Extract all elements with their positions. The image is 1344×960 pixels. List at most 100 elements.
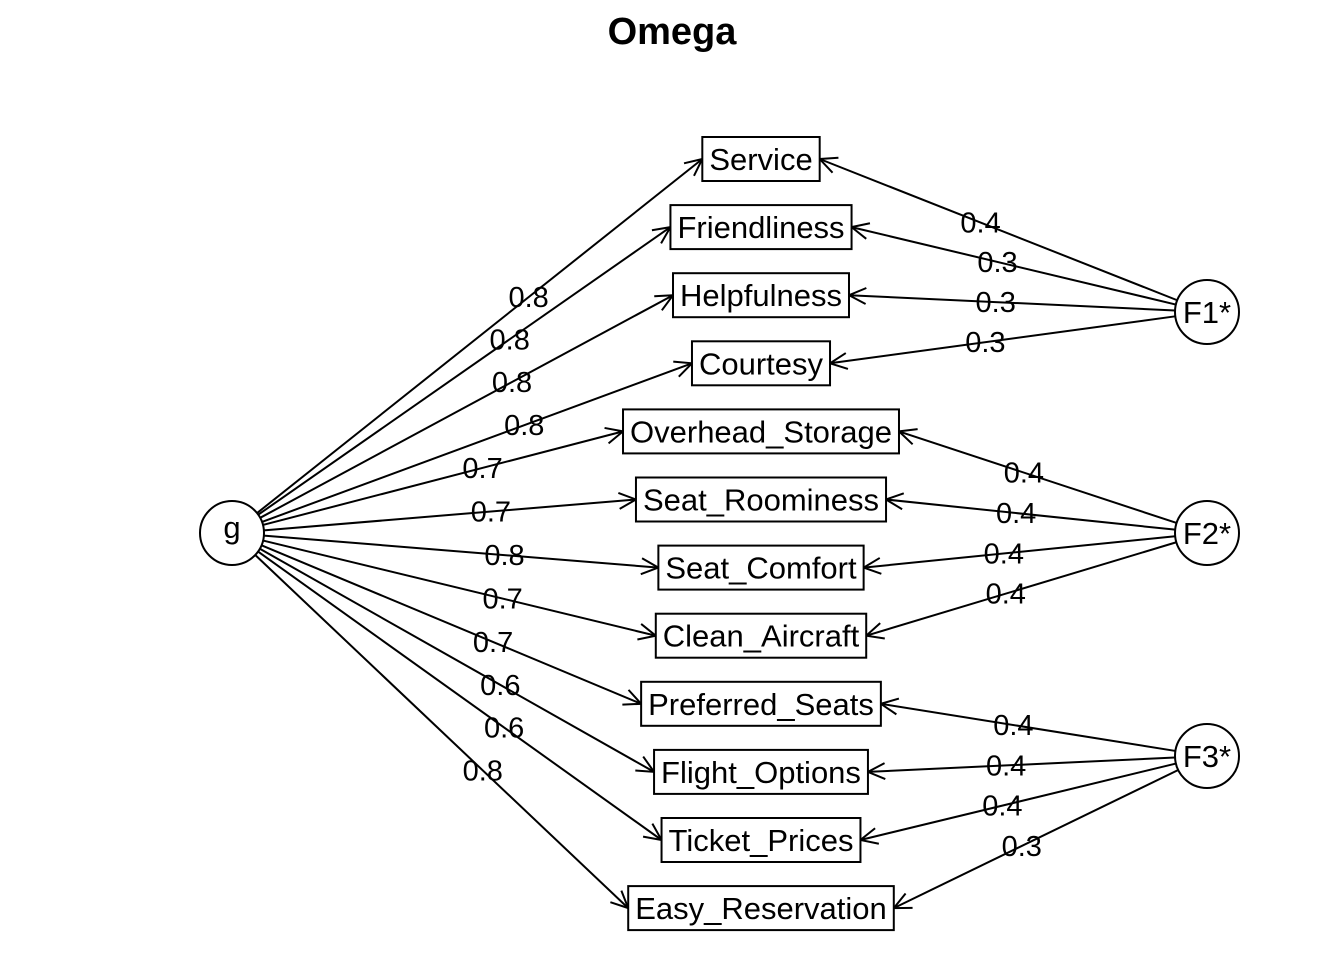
group-factor-label: F1*	[1183, 295, 1231, 330]
indicator-label: Helpfulness	[680, 278, 842, 313]
group-loading-label: 0.4	[982, 791, 1022, 823]
g-loading-arrow	[263, 534, 658, 568]
indicator-node: Courtesy	[690, 340, 832, 387]
indicator-label: Easy_Reservation	[635, 891, 887, 926]
indicator-label: Seat_Roominess	[643, 483, 879, 518]
indicator-box	[669, 204, 853, 251]
g-loading-arrow	[262, 431, 623, 526]
g-loading-label: 0.6	[480, 670, 520, 702]
g-loading-label: 0.8	[508, 282, 548, 314]
group-loading-label: 0.4	[996, 498, 1036, 530]
g-loading-label: 0.8	[504, 410, 544, 442]
group-loading-label: 0.4	[984, 538, 1024, 570]
indicator-label: Flight_Options	[661, 755, 861, 790]
indicator-node: Ticket_Prices	[660, 817, 862, 863]
edge-labels-layer: 0.80.80.80.80.70.70.80.70.70.60.60.80.40…	[462, 208, 1044, 863]
indicator-node: Clean_Aircraft	[654, 612, 868, 659]
group-factor-circle	[1174, 723, 1240, 789]
g-loading-label: 0.7	[482, 584, 522, 616]
group-loading-arrow	[899, 431, 1177, 524]
group-loading-arrow	[866, 541, 1177, 635]
group-loading-label: 0.3	[965, 327, 1005, 359]
indicator-box	[660, 817, 862, 863]
indicator-node: Preferred_Seats	[640, 680, 882, 727]
g-loading-arrow	[262, 539, 656, 636]
group-loading-label: 0.3	[977, 247, 1017, 279]
group-loading-arrow	[886, 500, 1176, 531]
g-loading-label: 0.8	[490, 324, 530, 356]
g-loading-label: 0.7	[462, 453, 502, 485]
indicator-label: Seat_Comfort	[665, 551, 857, 586]
indicator-label: Ticket_Prices	[669, 823, 854, 858]
indicator-label: Friendliness	[677, 210, 844, 245]
indicator-label: Clean_Aircraft	[663, 619, 860, 654]
general-factor-label: g	[223, 510, 240, 545]
g-loading-arrow	[259, 295, 673, 519]
indicator-box	[690, 340, 832, 387]
g-loading-label: 0.8	[492, 367, 532, 399]
nodes-layer: ServiceFriendlinessHelpfulnessCourtesyOv…	[199, 136, 1240, 932]
indicator-node: Friendliness	[669, 204, 853, 251]
indicator-node: Service	[701, 136, 821, 182]
group-factor-node: F2*	[1174, 500, 1240, 566]
g-loading-label: 0.6	[484, 713, 524, 745]
group-factor-circle	[1174, 279, 1240, 345]
g-loading-arrow	[256, 159, 702, 514]
general-factor-node: g	[199, 500, 265, 566]
indicator-label: Preferred_Seats	[648, 687, 874, 722]
diagram-title: Omega	[608, 11, 738, 53]
g-loading-label: 0.7	[473, 627, 513, 659]
group-loading-arrow	[881, 704, 1176, 752]
group-loading-label: 0.3	[976, 287, 1016, 319]
general-factor-circle	[199, 500, 265, 566]
group-factor-node: F3*	[1174, 723, 1240, 789]
g-loading-arrow	[257, 550, 662, 840]
group-loading-arrow	[868, 756, 1176, 771]
indicator-node: Overhead_Storage	[622, 408, 900, 455]
group-loading-label: 0.4	[993, 710, 1033, 742]
indicator-label: Courtesy	[699, 346, 824, 381]
group-loading-arrow	[830, 315, 1176, 363]
group-loading-arrow	[852, 227, 1177, 306]
group-loading-label: 0.4	[960, 208, 1000, 240]
group-loading-arrow	[894, 769, 1179, 908]
g-loading-label: 0.8	[463, 755, 503, 787]
g-loading-label: 0.8	[484, 540, 524, 572]
group-factor-label: F3*	[1183, 739, 1231, 774]
group-loading-label: 0.4	[986, 579, 1026, 611]
indicator-box	[627, 885, 895, 932]
indicator-label: Overhead_Storage	[630, 414, 892, 449]
group-factor-node: F1*	[1174, 279, 1240, 345]
indicator-node: Easy_Reservation	[627, 885, 895, 932]
group-loading-arrow	[864, 535, 1176, 567]
g-loading-arrow	[261, 544, 642, 703]
indicator-box	[622, 408, 900, 455]
g-loading-label: 0.7	[471, 497, 511, 529]
indicator-box	[654, 612, 868, 659]
group-loading-arrow	[860, 762, 1177, 840]
indicator-box	[701, 136, 821, 182]
group-loading-arrow	[820, 159, 1178, 302]
group-loading-arrow	[849, 295, 1176, 312]
indicator-node: Seat_Roominess	[634, 476, 888, 523]
edges-layer	[254, 159, 1179, 908]
indicator-node: Flight_Options	[653, 748, 869, 795]
indicator-box	[634, 476, 888, 523]
group-factor-circle	[1174, 500, 1240, 566]
indicator-label: Service	[709, 142, 812, 177]
group-loading-label: 0.4	[986, 750, 1026, 782]
g-loading-arrow	[263, 500, 636, 532]
indicator-node: Seat_Comfort	[657, 544, 865, 591]
group-loading-label: 0.4	[1004, 458, 1044, 490]
g-loading-arrow	[257, 227, 670, 516]
indicator-box	[640, 680, 882, 727]
g-loading-arrow	[261, 363, 692, 523]
indicator-box	[672, 272, 850, 319]
g-loading-arrow	[254, 554, 628, 908]
indicator-box	[657, 544, 865, 591]
g-loading-arrow	[259, 547, 654, 772]
indicator-node: Helpfulness	[672, 272, 850, 319]
group-factor-label: F2*	[1183, 516, 1231, 551]
group-loading-label: 0.3	[1002, 831, 1042, 863]
